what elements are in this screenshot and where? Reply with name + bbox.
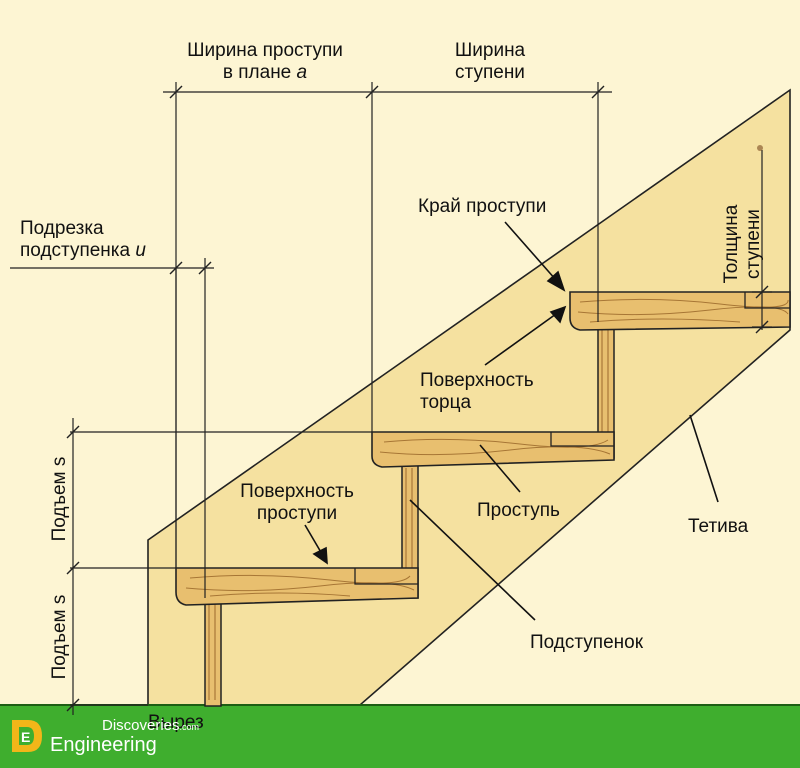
tread-board-1 — [175, 567, 419, 606]
tread-board-3 — [569, 291, 791, 331]
riser-undercut-variable: u — [135, 240, 146, 261]
tread-width-plan-variable: a — [296, 62, 308, 83]
ground — [0, 705, 800, 768]
stringer-board — [147, 88, 791, 706]
tread-surface-line1: Поверхность — [240, 481, 354, 502]
tread-width-plan-line2: в плане — [222, 62, 292, 83]
stringer-label: Тетива — [688, 516, 749, 537]
dimension-lines — [10, 82, 772, 715]
riser-undercut-line1: Подрезка — [20, 218, 104, 239]
riser-label: Подступенок — [530, 632, 644, 653]
watermark-line1: Discoveries.com — [102, 717, 199, 734]
tread-board-2 — [371, 431, 615, 468]
end-surface-label: Поверхность торца — [420, 370, 534, 414]
watermark-line2: Engineering — [50, 734, 157, 756]
tread-surface-label: Поверхность проступи — [232, 481, 362, 525]
watermark-line1-suffix: .com — [179, 722, 200, 732]
riser-undercut-label: Подрезка подступенка u — [20, 218, 146, 262]
tread-label: Проступь — [477, 500, 560, 521]
logo-letter: E — [21, 729, 30, 745]
step-thickness-label: Толщина ступени — [721, 189, 765, 299]
step-thickness-line1: Толщина — [721, 204, 742, 284]
step-width-label: Ширина ступени — [420, 40, 560, 84]
cutaway-label: Вырез — [148, 712, 204, 733]
tread-surface-line2: проступи — [256, 503, 338, 524]
watermark-line1-text: Discoveries — [102, 717, 180, 734]
tread-edge-label: Край проступи — [418, 196, 547, 217]
leader-lines — [304, 221, 719, 621]
riser-undercut-line2: подступенка — [20, 240, 131, 261]
rise-label-upper: Подъем s — [49, 456, 70, 542]
step-width-line1: Ширина — [454, 40, 526, 61]
riser-board-1 — [204, 597, 222, 707]
tread-width-plan-label: Ширина проступи в плане a — [160, 40, 370, 84]
step-width-line2: ступени — [455, 62, 525, 83]
step-thickness-line2: ступени — [743, 209, 764, 279]
logo-icon: E — [12, 720, 42, 752]
tread-boards — [175, 291, 791, 606]
tread-width-plan-line1: Ширина проступи — [187, 40, 343, 61]
end-surface-line2: торца — [420, 392, 472, 413]
watermark-logo: E — [8, 716, 44, 756]
end-surface-line1: Поверхность — [420, 370, 534, 391]
rise-label-lower: Подъем s — [49, 594, 70, 680]
